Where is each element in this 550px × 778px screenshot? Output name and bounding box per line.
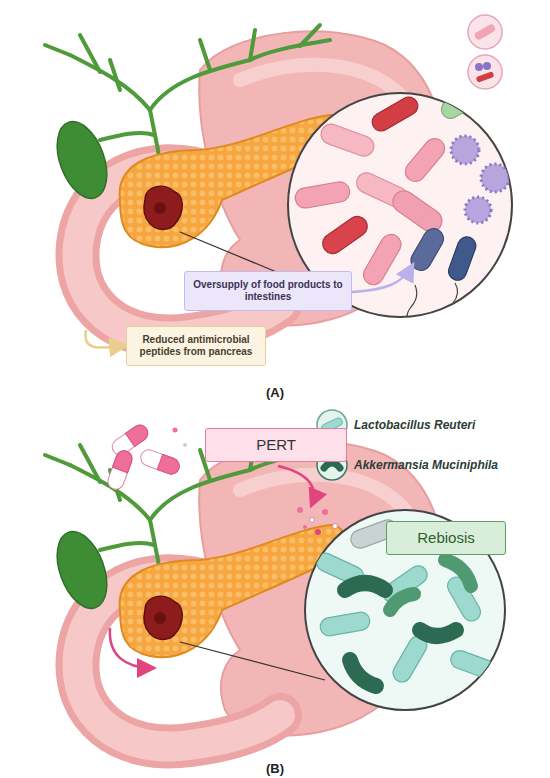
bacterium <box>350 660 376 686</box>
box-text: Rebiosis <box>417 529 475 548</box>
bacterium <box>369 94 421 135</box>
bacterium <box>407 225 447 274</box>
coccus <box>481 164 509 192</box>
zoom-line <box>180 642 325 680</box>
bacterium <box>401 134 448 185</box>
bacterium <box>445 560 471 586</box>
granule <box>322 509 328 515</box>
treatment-box: PERT <box>205 428 347 462</box>
coccus <box>451 136 479 164</box>
leader-arrow <box>85 330 124 348</box>
box-text: Oversupply of food products to intestine… <box>190 279 346 304</box>
granule <box>315 529 321 535</box>
coccus <box>483 62 491 70</box>
bacterium <box>420 630 456 636</box>
capsule <box>106 448 135 491</box>
cause-box: Oversupply of food products to intestine… <box>184 271 352 311</box>
bacterium <box>446 234 478 282</box>
flagellum <box>407 285 417 327</box>
panel-label: (A) <box>266 385 284 400</box>
cause-box: Reduced antimicrobial peptides from panc… <box>126 326 266 366</box>
bacterium <box>345 583 385 590</box>
box-text: Reduced antimicrobial peptides from panc… <box>132 334 260 359</box>
cell-icons <box>468 15 502 89</box>
bacterium <box>319 611 371 637</box>
bacterium <box>319 212 371 257</box>
granule <box>303 525 307 529</box>
cell-icon <box>468 15 502 49</box>
zoom-circle <box>305 510 505 710</box>
bacterium <box>448 648 496 680</box>
leader-arrow <box>352 266 412 292</box>
bacterium <box>389 187 447 237</box>
bacterium <box>390 594 414 610</box>
cell-icon <box>468 55 502 89</box>
pert-arrow <box>110 628 152 668</box>
bacterium <box>476 71 495 83</box>
flagellum <box>322 94 360 100</box>
flagellum <box>453 283 458 303</box>
bacterium <box>473 23 496 41</box>
bacterium <box>324 463 340 468</box>
panel-label: (B) <box>266 761 284 776</box>
legend-text: Lactobacillus Reuteri <box>354 418 475 432</box>
granule <box>310 518 315 523</box>
granule <box>297 507 303 513</box>
bacterium <box>318 121 377 159</box>
legend-text: Akkermansia Muciniphila <box>354 458 498 472</box>
bacterium <box>438 86 482 122</box>
capsule <box>138 448 181 477</box>
outcome-box: Rebiosis <box>386 521 506 555</box>
box-text: PERT <box>256 436 296 455</box>
pert-arrow <box>278 466 314 504</box>
coccus <box>475 63 483 71</box>
granule <box>333 524 338 529</box>
granule <box>183 443 187 447</box>
granule <box>173 428 178 433</box>
bacterium <box>294 180 352 209</box>
coccus <box>465 197 491 223</box>
